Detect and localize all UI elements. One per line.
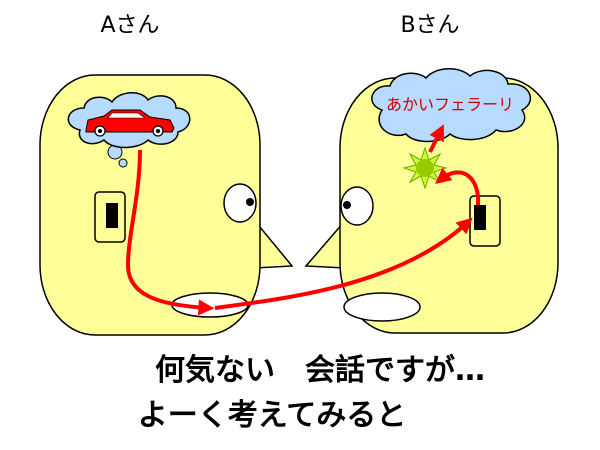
arrow-thought-to-mouth bbox=[125, 149, 215, 316]
person-a-name: Aさん bbox=[100, 13, 159, 38]
person-b-pupil bbox=[343, 201, 351, 209]
arrow-spark-to-cloud bbox=[428, 124, 444, 153]
arrow-mouth-to-ear bbox=[214, 217, 473, 310]
person-a-ear-hole bbox=[106, 203, 118, 228]
person-b-thought-text: あかいフェラーリ bbox=[386, 95, 514, 114]
person-a-eye bbox=[223, 183, 257, 223]
person-a-thought-cloud bbox=[67, 92, 191, 168]
arrow-ear-to-spark bbox=[435, 167, 481, 206]
caption-line-2: よーく考えてみると bbox=[137, 398, 407, 433]
person-b-mouth bbox=[343, 292, 421, 322]
caption-line-1: 何気ない 会話ですが… bbox=[155, 353, 485, 388]
spark-icon bbox=[402, 146, 448, 190]
person-b-thought-cloud: あかいフェラーリ bbox=[371, 68, 532, 143]
person-b-eye bbox=[340, 186, 374, 226]
person-a-pupil bbox=[246, 198, 254, 206]
red-car-icon bbox=[85, 109, 175, 137]
person-b-ear-hole bbox=[474, 205, 486, 230]
person-b-name: Bさん bbox=[400, 13, 459, 38]
